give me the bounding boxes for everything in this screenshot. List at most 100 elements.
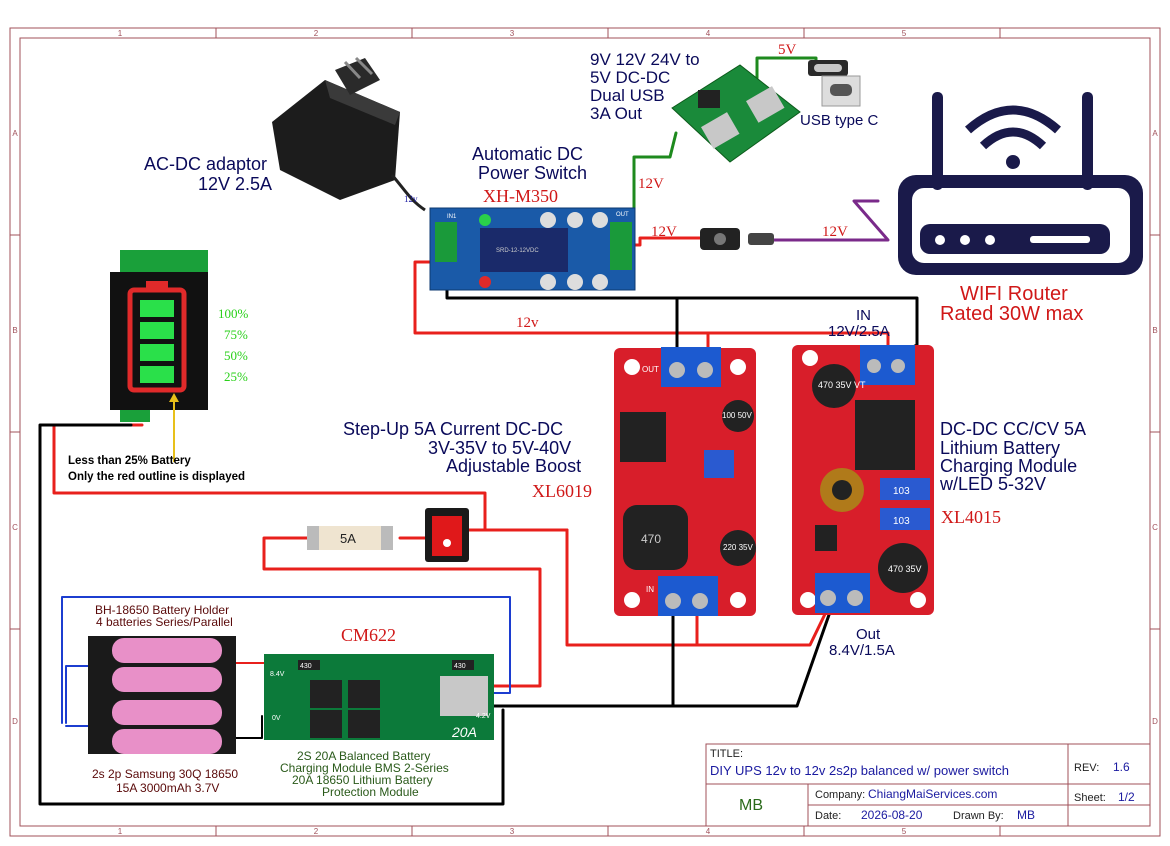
wire-bat-pos <box>235 662 269 681</box>
fuse <box>307 526 393 550</box>
wires <box>38 56 919 806</box>
column-label: 4 <box>706 827 711 836</box>
charger-board <box>792 345 934 615</box>
wire-boost-in-red <box>565 528 699 647</box>
router-label: WIFI Router <box>960 283 1068 305</box>
router-label: Rated 30W max <box>940 303 1083 325</box>
row-label: B <box>12 326 17 335</box>
column-label: 3 <box>510 827 515 836</box>
level-label: 75% <box>224 327 248 342</box>
charger-model: XL4015 <box>941 507 1001 527</box>
company-label: Company: <box>815 789 865 801</box>
column-label: 2 <box>314 827 319 836</box>
switch-silk-in: IN1 <box>447 214 457 220</box>
dcdc-label: 3A Out <box>590 104 642 123</box>
charger-out-label: Out <box>856 626 881 643</box>
boost-cap-top: 100 50V <box>722 411 752 420</box>
switch-relay-text: SRD-12-12VDC <box>496 248 539 254</box>
rocker-switch[interactable] <box>425 508 469 562</box>
bms-label: 2S 20A Balanced Battery <box>297 749 430 763</box>
wire-12v-router <box>770 199 890 242</box>
drawn-value: MB <box>1017 808 1035 822</box>
bms-pad: 4.2V <box>476 713 491 720</box>
fuse-label: 5A <box>340 531 356 546</box>
boost-cap-bottom: 220 35V <box>723 543 753 552</box>
row-label: D <box>1152 717 1158 726</box>
rev-label: REV: <box>1074 762 1099 774</box>
charger-in-label: IN <box>856 307 871 324</box>
level-label: 50% <box>224 348 248 363</box>
date-label: Date: <box>815 810 841 822</box>
ac-dc-adaptor-image <box>272 56 426 212</box>
row-label: D <box>12 717 18 726</box>
row-label: A <box>12 129 18 138</box>
barrel-jack <box>700 228 774 250</box>
switch-silk-out: OUT <box>616 212 629 218</box>
dcdc-label: Dual USB <box>590 86 665 105</box>
wire-balance <box>61 596 511 724</box>
charger-cap-top: 470 35V VT <box>818 380 866 390</box>
boost-board <box>614 347 756 616</box>
title-block <box>705 743 1151 827</box>
bms-resistor: 430 <box>300 663 312 670</box>
bms-label: Charging Module BMS 2-Series <box>280 761 449 775</box>
column-label: 5 <box>902 29 907 38</box>
row-label: C <box>1152 523 1158 532</box>
boost-model: XL6019 <box>532 481 592 501</box>
bms-pad: 8.4V <box>270 671 285 678</box>
logo-text: MB <box>739 797 763 814</box>
switch-model: XH-M350 <box>483 186 558 206</box>
wire-bat-neg <box>235 715 263 739</box>
level-label: 100% <box>218 306 249 321</box>
boost-inductor: 470 <box>641 532 661 546</box>
battery-holder <box>88 636 236 754</box>
wire-label-12v: 12V <box>822 224 848 240</box>
charger-in-spec: 12V/2.5A <box>828 323 890 340</box>
charger-label: Charging Module <box>940 456 1077 476</box>
charger-out-spec: 8.4V/1.5A <box>829 642 895 659</box>
indicator-note: Less than 25% Battery <box>68 455 191 467</box>
level-label: 25% <box>224 369 248 384</box>
drawing-frame <box>9 27 1161 837</box>
wire-charger-out-red <box>695 610 828 647</box>
column-label: 4 <box>706 29 711 38</box>
charger-label: w/LED 5-32V <box>939 474 1046 494</box>
bms-pad: 0V <box>272 715 281 722</box>
wire-5v-usb <box>742 56 818 80</box>
title-label: TITLE: <box>710 748 743 760</box>
rev-value: 1.6 <box>1113 760 1130 774</box>
boost-label: Adjustable Boost <box>446 456 581 476</box>
wifi-router-image <box>898 92 1143 275</box>
charger-trim: 103 <box>893 516 910 527</box>
indicator-note: Only the red outline is displayed <box>68 471 245 483</box>
switch-title: Power Switch <box>478 163 587 183</box>
frame-labels: 1 2 3 4 5 1 2 3 4 5 A B C D A B C D <box>12 29 1158 836</box>
row-label: C <box>12 523 18 532</box>
bms-rating: 20A <box>451 724 477 740</box>
column-label: 5 <box>902 827 907 836</box>
holder-label: 4 batteries Series/Parallel <box>96 615 233 629</box>
wire-label-5v: 5V <box>778 42 797 58</box>
switch-title: Automatic DC <box>472 144 583 164</box>
company-value: ChiangMaiServices.com <box>868 787 997 801</box>
usb-c-connector <box>808 60 861 107</box>
wire-gnd-bms <box>488 610 832 708</box>
dcdc-label: 9V 12V 24V to <box>590 50 700 69</box>
bms-resistor: 430 <box>454 663 466 670</box>
title-value: DIY UPS 12v to 12v 2s2p balanced w/ powe… <box>710 763 1009 778</box>
charger-label: DC-DC CC/CV 5A <box>940 419 1086 439</box>
row-label: B <box>1152 326 1157 335</box>
row-label: A <box>1152 129 1158 138</box>
cells-label: 2s 2p Samsung 30Q 18650 <box>92 767 238 781</box>
date-value: 2026-08-20 <box>861 808 923 822</box>
boost-label: Step-Up 5A Current DC-DC <box>343 419 563 439</box>
charger-trim: 103 <box>893 486 910 497</box>
wire-label-12v: 12V <box>651 224 677 240</box>
boost-silk-out: OUT <box>642 365 659 374</box>
boost-label: 3V-35V to 5V-40V <box>428 438 571 458</box>
wire-fuse-left <box>262 536 542 688</box>
bms-model: CM622 <box>341 625 396 645</box>
power-switch-board <box>429 207 636 291</box>
adaptor-cable-tag: 12v <box>404 194 418 204</box>
